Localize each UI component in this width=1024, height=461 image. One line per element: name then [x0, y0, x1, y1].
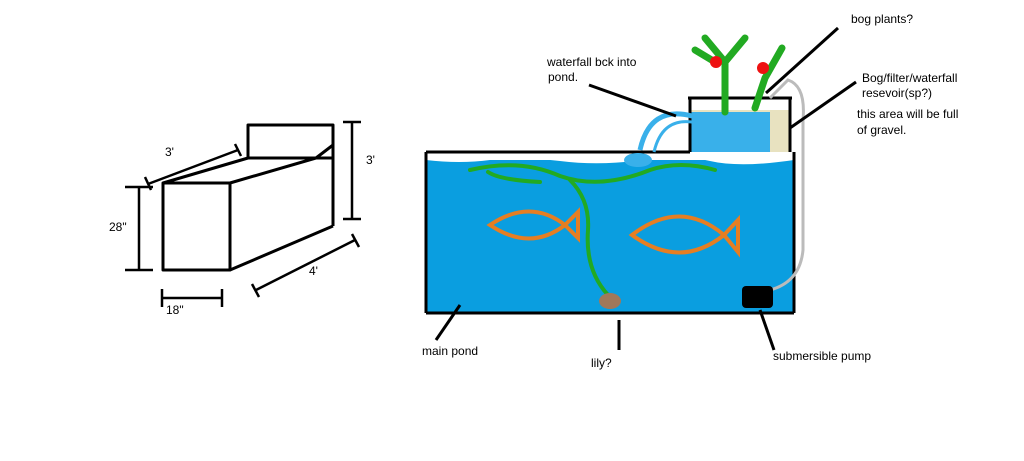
flower-red-2: [757, 62, 769, 74]
label-main-pond: main pond: [422, 344, 478, 358]
fish-left: [486, 207, 580, 243]
label-lily: lily?: [591, 356, 612, 370]
label-gravel-line2: of gravel.: [857, 123, 906, 137]
dim-label-right: 3': [366, 153, 375, 167]
label-bog-plants: bog plants?: [851, 12, 913, 26]
box-riser-join: [315, 143, 334, 160]
fish-right: [628, 214, 740, 258]
waterfall-splash: [624, 153, 652, 167]
box-riser: [246, 123, 335, 160]
label-reservoir-line1: Bog/filter/waterfall: [862, 71, 957, 85]
water-surface: [426, 152, 794, 165]
waterfall-stream: [637, 111, 693, 151]
box-3d-sketch: [161, 123, 335, 272]
reservoir-water: [690, 112, 770, 152]
label-gravel-line1: this area will be full: [857, 107, 958, 121]
box-bottom-edge: [229, 224, 334, 272]
dim-label-bottom-right: 4': [309, 264, 318, 278]
pond-tank-outline: [424, 150, 796, 315]
label-waterfall-line1: waterfall bck into: [546, 55, 637, 69]
submersible-pump: [742, 286, 773, 308]
lily-stems: [468, 163, 717, 297]
main-pond-water: [426, 160, 794, 312]
dim-label-bottom-left: 18": [166, 303, 184, 317]
dim-label-left: 28": [109, 220, 127, 234]
dimension-lines: [125, 120, 361, 307]
lily-bulb: [599, 293, 621, 309]
waterfall-stream-2: [652, 120, 693, 153]
callout-lines: [434, 26, 857, 351]
flower-red-1: [710, 56, 722, 68]
dim-label-top: 3': [165, 145, 174, 159]
label-submersible-pump: submersible pump: [773, 349, 871, 363]
box-front-face: [161, 181, 232, 272]
label-reservoir-line2: resevoir(sp?): [862, 86, 932, 100]
reservoir-outline: [688, 96, 792, 152]
label-waterfall-line2: pond.: [548, 70, 578, 84]
bog-plants: [691, 34, 786, 116]
